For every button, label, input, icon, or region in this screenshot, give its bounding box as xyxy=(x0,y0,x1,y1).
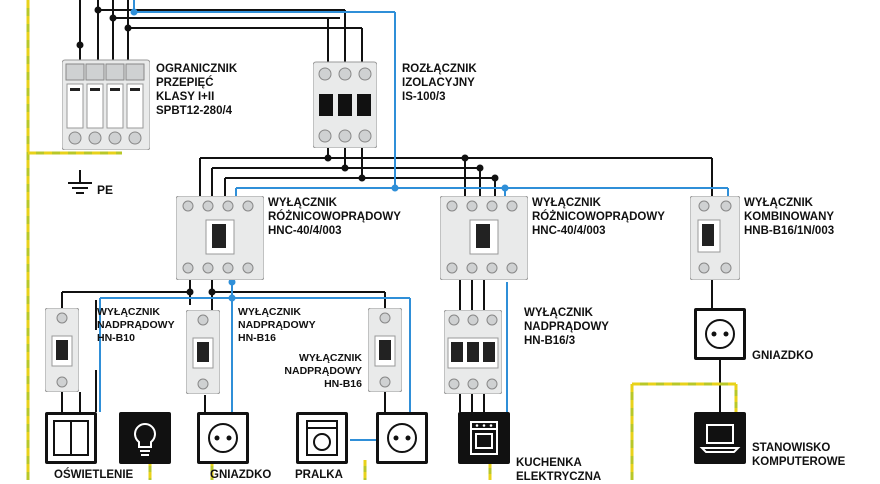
pe-label: PE xyxy=(97,183,114,197)
washer-socket-box xyxy=(376,412,428,464)
washing-machine-icon xyxy=(306,420,338,456)
mcb-b16-b-label: WYŁĄCZNIK NADPRĄDOWY HN-B16 xyxy=(284,352,362,390)
washer-label: PRALKA xyxy=(295,469,343,481)
isolator-switch-device xyxy=(313,60,377,148)
washer-box xyxy=(296,412,348,464)
mcb-b16-b-device xyxy=(368,308,402,392)
rcbo-label: WYŁĄCZNIK KOMBINOWANY HNB-B16/1N/003 xyxy=(744,197,835,237)
bulb-box xyxy=(119,412,171,464)
lighting-label: OŚWIETLENIE xyxy=(54,469,134,481)
socket-b16-box xyxy=(197,412,249,464)
rcd-1-label: WYŁĄCZNIK RÓŻNICOWOPRĄDOWY HNC-40/4/003 xyxy=(268,197,401,237)
surge-protector-device xyxy=(62,58,150,150)
workstation-box xyxy=(694,412,746,464)
light-switch-box xyxy=(45,412,97,464)
socket-rcbo-label: GNIAZDKO xyxy=(752,350,814,362)
isolator-label: ROZŁĄCZNIK IZOLACYJNY IS-100/3 xyxy=(402,63,477,103)
surge-protector-label: OGRANICZNIK PRZEPIĘĆ KLASY I+II SPBT12-2… xyxy=(156,63,238,117)
mcb-b16-a-device xyxy=(186,310,220,394)
workstation-label: STANOWISKO KOMPUTEROWE xyxy=(752,442,846,468)
bulb-icon xyxy=(134,422,156,456)
socket-b16-label: GNIAZDKO xyxy=(210,469,272,481)
laptop-icon xyxy=(699,424,741,453)
socket-icon xyxy=(387,423,417,453)
rcbo-device xyxy=(690,196,740,280)
socket-icon xyxy=(208,423,238,453)
mcb-b10-device xyxy=(45,308,79,392)
rcd-2-device xyxy=(440,196,528,280)
mcb-b16-3-device xyxy=(444,310,502,394)
cooker-box xyxy=(458,412,510,464)
mcb-b16-a-label: WYŁĄCZNIK NADPRĄDOWY HN-B16 xyxy=(238,306,316,344)
light-switch-icon xyxy=(53,420,89,456)
stove-icon xyxy=(470,421,498,455)
rcd-1-device xyxy=(176,196,264,280)
socket-rcbo-box xyxy=(694,308,746,360)
socket-icon xyxy=(705,319,735,349)
mcb-b16-3-label: WYŁĄCZNIK NADPRĄDOWY HN-B16/3 xyxy=(524,307,609,347)
mcb-b10-label: WYŁĄCZNIK NADPRĄDOWY HN-B10 xyxy=(97,306,175,344)
rcd-2-label: WYŁĄCZNIK RÓŻNICOWOPRĄDOWY HNC-40/4/003 xyxy=(532,197,665,237)
